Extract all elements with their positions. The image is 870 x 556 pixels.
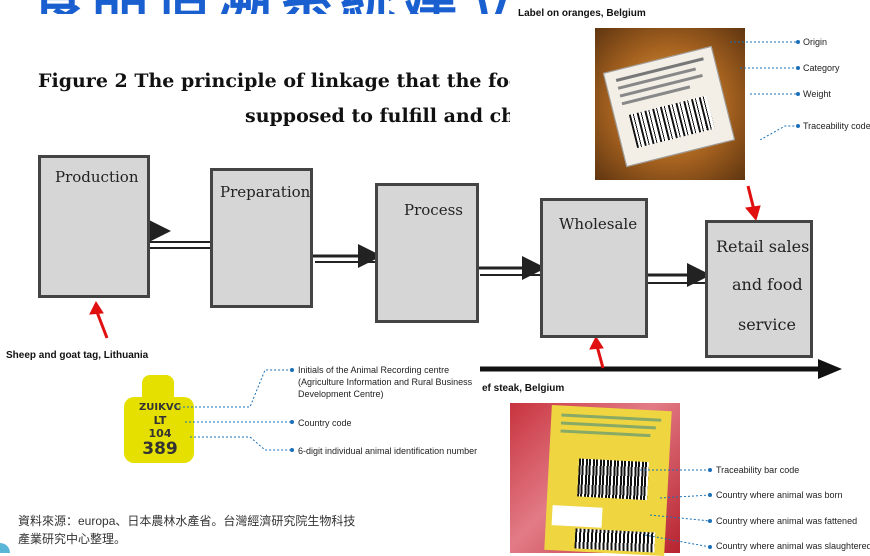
- sheep-callout-lines: [175, 368, 294, 452]
- steak-caption: ef steak, Belgium: [482, 383, 565, 394]
- steak-callout-born: Country where animal was born: [716, 490, 843, 500]
- steak-callout-barcode: Traceability bar code: [716, 465, 800, 475]
- oranges-callout-lines: [730, 40, 800, 140]
- stage-retail-label-2: and food: [732, 275, 803, 294]
- figure-title-line2: supposed to fulfill and chain: [245, 105, 549, 127]
- oranges-callout-weight: Weight: [803, 89, 831, 99]
- oranges-photo: [595, 28, 745, 180]
- sheep-caption: Sheep and goat tag, Lithuania: [6, 350, 149, 361]
- source-line1: 資料來源：europa、日本農林水產省。台灣經濟研究院生物科技: [18, 514, 356, 528]
- stage-wholesale-label: Wholesale: [559, 215, 638, 233]
- stage-preparation-label: Preparation: [220, 183, 311, 201]
- red-arrows: [89, 185, 761, 369]
- steak-callout-slaughtered: Country where animal was slaughtered: [716, 541, 870, 551]
- sheep-callout-country: Country code: [298, 418, 352, 428]
- sheep-callout-initials-2: (Agriculture Information and Rural Busin…: [298, 377, 473, 387]
- sheep-tag-text: ZUIKVC LT 104 389: [139, 402, 181, 459]
- steak-photo: [510, 403, 680, 556]
- corner-decoration: [0, 543, 10, 553]
- sheep-tag-photo: ZUIKVC LT 104 389: [120, 375, 198, 465]
- stage-process-label: Process: [404, 201, 463, 219]
- barcode-icon: [628, 95, 715, 148]
- sheep-callout-id: 6-digit individual animal identification…: [298, 446, 478, 456]
- oranges-callout-category: Category: [803, 63, 840, 73]
- steak-barcode-icon: [577, 458, 650, 501]
- figure-title-line1: Figure 2 The principle of linkage that t…: [38, 70, 569, 92]
- stage-preparation: Preparation: [210, 168, 313, 308]
- oranges-callout-origin: Origin: [803, 37, 828, 47]
- stage-retail: Retail sales and food service: [705, 220, 813, 358]
- steak-callout-lines: [640, 468, 712, 549]
- stage-production: Production: [38, 155, 150, 298]
- stage-retail-label-1: Retail sales: [716, 237, 810, 256]
- stage-production-label: Production: [55, 168, 139, 186]
- stage-retail-label-3: service: [738, 315, 796, 334]
- source-line2: 產業研究中心整理。: [18, 532, 127, 546]
- stage-wholesale: Wholesale: [540, 198, 648, 338]
- oranges-caption: Label on oranges, Belgium: [518, 8, 646, 19]
- source-note: 資料來源：europa、日本農林水產省。台灣經濟研究院生物科技 產業研究中心整理…: [18, 512, 355, 548]
- oranges-photo-panel: Label on oranges, Belgium Origin Categor…: [510, 0, 870, 185]
- steak-callout-fattened: Country where animal was fattened: [716, 516, 858, 526]
- sheep-callout-initials-1: Initials of the Animal Recording centre: [298, 365, 450, 375]
- sheep-callout-initials-3: Development Centre): [298, 389, 384, 399]
- stage-process: Process: [375, 183, 479, 323]
- oranges-callout-traceability: Traceability code: [803, 121, 870, 131]
